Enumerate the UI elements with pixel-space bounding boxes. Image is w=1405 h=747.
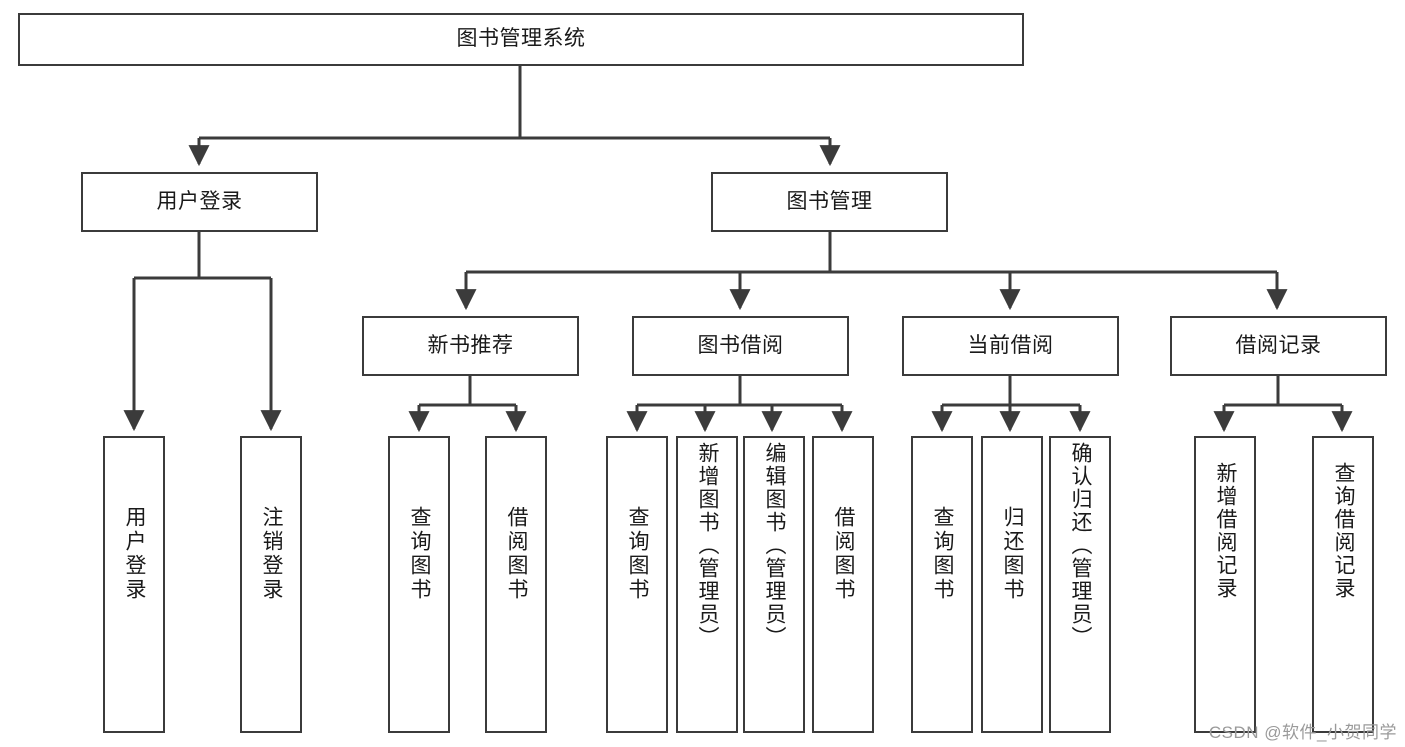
node-new-book-rec[interactable]: 新书推荐 [362,316,579,376]
leaf-query-book-1[interactable]: 查询图书 [388,436,450,733]
leaf-borrow-book-1[interactable]: 借阅图书 [485,436,547,733]
leaf-query-book-1-label: 查询图书 [408,506,432,602]
node-user-login[interactable]: 用户登录 [81,172,318,232]
watermark: CSDN @软件_小贺同学 [1208,723,1397,742]
leaf-add-record-label: 新增借阅记录 [1214,462,1238,600]
node-current-borrow-label: 当前借阅 [967,333,1054,357]
leaf-borrow-book-2-label: 借阅图书 [832,506,856,602]
leaf-query-record[interactable]: 查询借阅记录 [1312,436,1374,733]
leaf-query-book-2-label: 查询图书 [626,506,650,602]
node-book-manage[interactable]: 图书管理 [711,172,948,232]
leaf-confirm-return-label: 确认归还（管理员） [1069,442,1093,649]
node-borrow-record-label: 借阅记录 [1235,333,1322,357]
leaf-borrow-book-1-label: 借阅图书 [505,506,529,602]
leaf-user-login[interactable]: 用户登录 [103,436,165,733]
node-book-borrow[interactable]: 图书借阅 [632,316,849,376]
leaf-confirm-return[interactable]: 确认归还（管理员） [1049,436,1111,733]
node-current-borrow[interactable]: 当前借阅 [902,316,1119,376]
leaf-add-book[interactable]: 新增图书（管理员） [676,436,738,733]
leaf-query-record-label: 查询借阅记录 [1332,462,1356,600]
node-new-book-rec-label: 新书推荐 [427,333,514,357]
node-book-borrow-label: 图书借阅 [697,333,784,357]
leaf-logout-label: 注销登录 [260,506,284,602]
node-borrow-record[interactable]: 借阅记录 [1170,316,1387,376]
node-user-login-label: 用户登录 [156,189,243,213]
leaf-add-book-label: 新增图书（管理员） [696,442,720,649]
leaf-edit-book[interactable]: 编辑图书（管理员） [743,436,805,733]
node-book-manage-label: 图书管理 [786,189,873,213]
leaf-return-book[interactable]: 归还图书 [981,436,1043,733]
leaf-query-book-2[interactable]: 查询图书 [606,436,668,733]
leaf-edit-book-label: 编辑图书（管理员） [763,442,787,649]
leaf-query-book-3[interactable]: 查询图书 [911,436,973,733]
leaf-logout[interactable]: 注销登录 [240,436,302,733]
node-root-label: 图书管理系统 [456,27,586,51]
leaf-add-record[interactable]: 新增借阅记录 [1194,436,1256,733]
node-root[interactable]: 图书管理系统 [18,13,1024,66]
leaf-return-book-label: 归还图书 [1001,506,1025,602]
leaf-borrow-book-2[interactable]: 借阅图书 [812,436,874,733]
leaf-user-login-label: 用户登录 [123,506,147,602]
leaf-query-book-3-label: 查询图书 [931,506,955,602]
